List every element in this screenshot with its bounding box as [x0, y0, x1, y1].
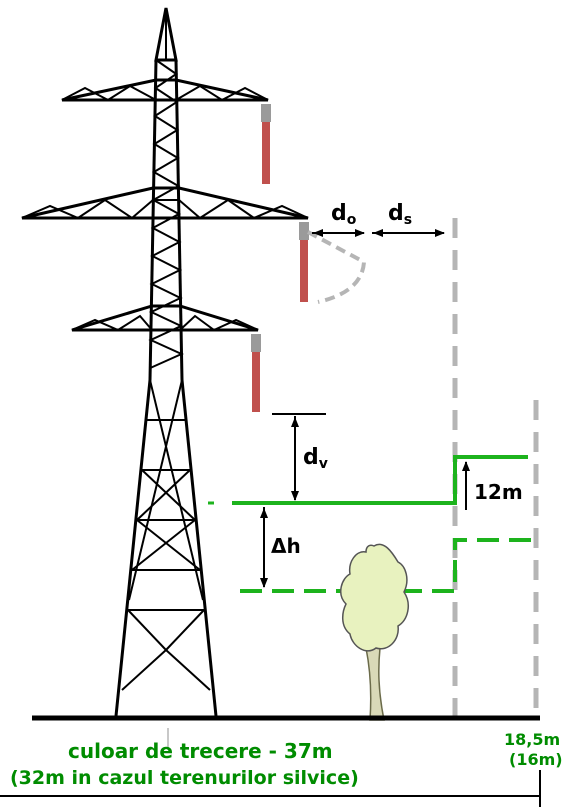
insulator-top [261, 104, 271, 184]
label-12m: 12m [474, 480, 523, 504]
insulator-bottom [251, 334, 261, 412]
insulator-swing-arc [307, 230, 367, 304]
label-d-o: do [331, 201, 357, 228]
clearance-line-solid [232, 455, 528, 505]
tree-illustration [340, 543, 410, 721]
insulator-middle [299, 222, 309, 302]
label-half-width-forest: (16m) [509, 750, 563, 769]
vertical-distance-dv [272, 413, 326, 501]
label-half-width: 18,5m [504, 730, 560, 749]
label-d-v: dv [303, 445, 328, 472]
label-corridor-width-forest: (32m in cazul terenurilor silvice) [10, 767, 359, 789]
label-delta-h: Δh [271, 534, 301, 558]
transmission-tower [21, 7, 309, 717]
label-d-s: ds [388, 201, 412, 228]
label-corridor-width: culoar de trecere - 37m [68, 739, 333, 763]
